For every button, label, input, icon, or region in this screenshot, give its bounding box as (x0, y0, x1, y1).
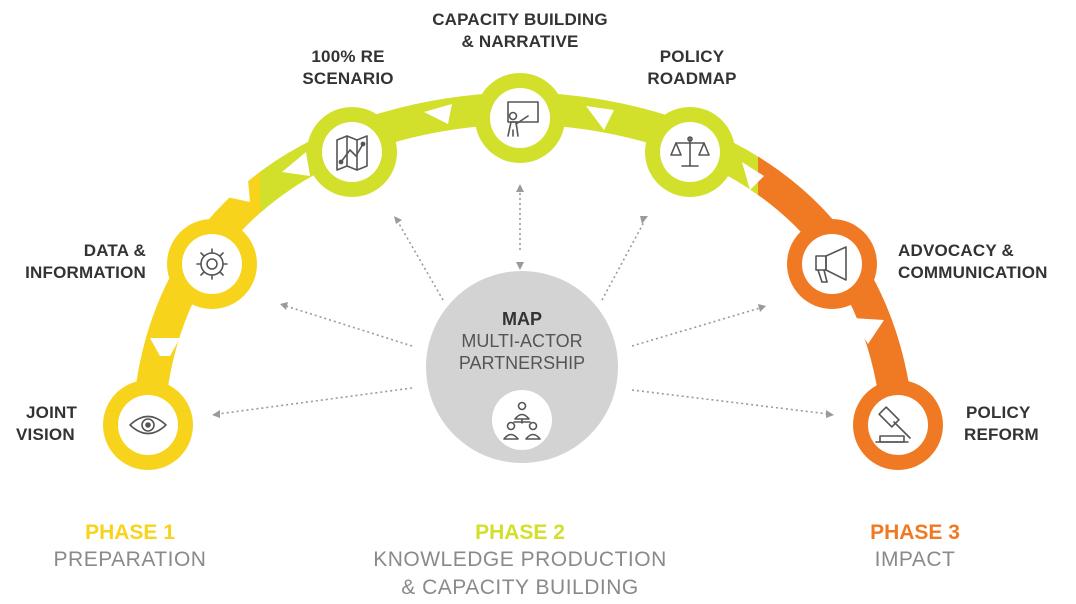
phase-1-title: PHASE 1 (85, 521, 175, 544)
label-re-scenario: 100% RE SCENARIO (288, 46, 408, 90)
phase-1-subtitle: PREPARATION (53, 548, 207, 571)
gear-icon (196, 248, 228, 280)
label-policy-reform-line2: REFORM (964, 425, 1039, 444)
scales-icon (670, 136, 710, 167)
label-policy-roadmap: POLICY ROADMAP (632, 46, 752, 90)
presentation-icon (507, 101, 539, 137)
eye-icon (129, 415, 167, 435)
phase-2-subtitle-line2: & CAPACITY BUILDING (401, 576, 639, 599)
label-joint-vision-line1: JOINT (26, 403, 78, 422)
hub-label: MAP MULTI-ACTOR PARTNERSHIP (422, 308, 622, 374)
label-policy-reform-line1: POLICY (966, 403, 1031, 422)
label-capacity-building-line2: & NARRATIVE (461, 32, 579, 51)
label-advocacy-line1: ADVOCACY & (898, 241, 1014, 260)
phase-2-title: PHASE 2 (475, 521, 565, 544)
label-advocacy: ADVOCACY & COMMUNICATION (898, 240, 1074, 284)
phase-3-subtitle: IMPACT (874, 548, 956, 571)
label-policy-roadmap-line1: POLICY (659, 47, 725, 66)
label-re-scenario-line2: SCENARIO (302, 69, 394, 88)
label-data-information: DATA & INFORMATION (4, 240, 146, 284)
megaphone-icon (815, 246, 847, 283)
label-re-scenario-line1: 100% RE (311, 47, 385, 66)
hub-line1: MULTI-ACTOR (461, 331, 583, 351)
label-policy-reform: POLICY REFORM (964, 402, 1064, 446)
map-icon (336, 135, 368, 171)
label-data-information-line2: INFORMATION (25, 263, 146, 282)
label-advocacy-line2: COMMUNICATION (898, 263, 1048, 282)
label-joint-vision-line2: VISION (16, 425, 75, 444)
hub-title: MAP (502, 309, 542, 329)
step-capacity-building-circle[interactable] (475, 73, 565, 163)
step-advocacy-circle[interactable] (787, 219, 877, 309)
hub-line2: PARTNERSHIP (458, 353, 586, 373)
label-capacity-building-line1: CAPACITY BUILDING (432, 10, 608, 29)
gavel-icon (875, 406, 911, 443)
phase-2-subtitle-line1: KNOWLEDGE PRODUCTION (373, 548, 667, 571)
step-data-information-circle[interactable] (167, 219, 257, 309)
label-policy-roadmap-line2: ROADMAP (647, 69, 737, 88)
arc-chevrons (150, 104, 884, 356)
people-network-icon (503, 401, 541, 440)
phase-3-title: PHASE 3 (870, 521, 960, 544)
label-data-information-line1: DATA & (83, 241, 146, 260)
label-capacity-building: CAPACITY BUILDING & NARRATIVE (410, 9, 630, 53)
label-joint-vision: JOINT VISION (4, 402, 82, 446)
hub-arrows (212, 184, 834, 418)
